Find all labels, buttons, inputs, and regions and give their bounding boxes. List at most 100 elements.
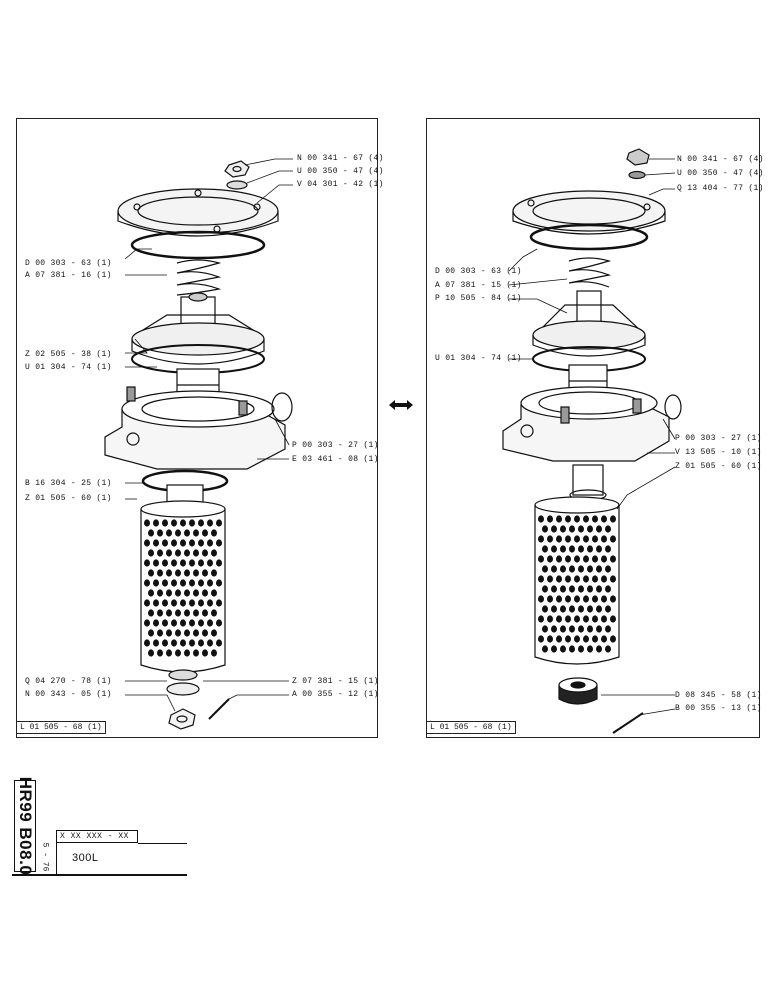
- filter-hole: [189, 579, 195, 587]
- filter-hole: [605, 585, 611, 593]
- filter-hole: [610, 535, 616, 543]
- filter-hole: [569, 585, 575, 593]
- filter-hole: [565, 555, 571, 563]
- filter-hole: [565, 595, 571, 603]
- filter-hole: [538, 575, 544, 583]
- filter-hole: [569, 525, 575, 533]
- filter-hole: [610, 515, 616, 523]
- part-label: N 00 341 - 67 (4): [677, 155, 764, 164]
- filter-hole: [578, 625, 584, 633]
- filter-hole: [171, 599, 177, 607]
- part-label: Z 01 505 - 60 (1): [25, 494, 112, 503]
- filter-hole: [144, 619, 150, 627]
- filter-hole: [166, 649, 172, 657]
- filter-hole: [551, 645, 557, 653]
- filter-hole: [193, 649, 199, 657]
- part-label: U 01 304 - 74 (1): [25, 363, 112, 372]
- filter-hole: [166, 609, 172, 617]
- filter-hole: [542, 585, 548, 593]
- filter-hole: [587, 625, 593, 633]
- filter-hole: [556, 615, 562, 623]
- filter-hole: [556, 535, 562, 543]
- filter-hole: [538, 615, 544, 623]
- filter-hole: [592, 575, 598, 583]
- filter-hole: [189, 599, 195, 607]
- filter-hole: [175, 609, 181, 617]
- sheet-id: HR99 B08.0: [16, 776, 35, 876]
- part-label: A 07 381 - 15 (1): [435, 281, 522, 290]
- filter-hole: [569, 625, 575, 633]
- filter-hole: [148, 589, 154, 597]
- filter-hole: [216, 539, 222, 547]
- part-label: N 00 341 - 67 (4): [297, 154, 384, 163]
- filter-hole: [193, 629, 199, 637]
- filter-hole: [601, 595, 607, 603]
- right-exploded-view-drawing: [502, 148, 682, 734]
- filter-hole: [578, 525, 584, 533]
- filter-hole: [175, 569, 181, 577]
- filter-hole: [592, 515, 598, 523]
- filter-hole: [144, 579, 150, 587]
- filter-hole: [202, 609, 208, 617]
- filter-hole: [560, 525, 566, 533]
- part-label: V 04 301 - 42 (1): [297, 180, 384, 189]
- filter-hole: [587, 565, 593, 573]
- filter-hole: [542, 645, 548, 653]
- filter-hole: [565, 575, 571, 583]
- filter-hole: [180, 519, 186, 527]
- filter-hole: [574, 535, 580, 543]
- filter-hole: [193, 529, 199, 537]
- filter-hole: [211, 569, 217, 577]
- filter-hole: [551, 585, 557, 593]
- part-label: P 00 303 - 27 (1): [292, 441, 379, 450]
- filter-hole: [184, 529, 190, 537]
- filter-hole: [144, 639, 150, 647]
- filter-hole: [565, 615, 571, 623]
- filter-hole: [148, 569, 154, 577]
- filter-hole: [144, 539, 150, 547]
- filter-hole: [202, 649, 208, 657]
- filter-hole: [578, 645, 584, 653]
- filter-hole: [574, 515, 580, 523]
- filter-hole: [211, 549, 217, 557]
- filter-hole: [157, 529, 163, 537]
- part-label: V 13 505 - 10 (1): [675, 448, 762, 457]
- filter-hole: [560, 625, 566, 633]
- filter-hole: [198, 539, 204, 547]
- sheet-date: 5 - 76: [40, 842, 50, 872]
- part-label: Q 13 404 - 77 (1): [677, 184, 764, 193]
- filter-hole: [605, 625, 611, 633]
- filter-hole: [180, 639, 186, 647]
- filter-hole: [560, 645, 566, 653]
- filter-hole: [547, 575, 553, 583]
- filter-hole: [542, 565, 548, 573]
- filter-hole: [551, 625, 557, 633]
- part-label: D 08 345 - 58 (1): [675, 691, 762, 700]
- code-header: X XX XXX - XX: [56, 830, 138, 843]
- filter-hole: [175, 549, 181, 557]
- part-label: U 00 350 - 47 (4): [297, 167, 384, 176]
- filter-hole: [592, 535, 598, 543]
- filter-hole: [610, 575, 616, 583]
- filter-hole: [547, 635, 553, 643]
- filter-hole: [162, 639, 168, 647]
- filter-hole: [547, 515, 553, 523]
- filter-hole: [547, 555, 553, 563]
- filter-hole: [211, 629, 217, 637]
- filter-hole: [211, 589, 217, 597]
- filter-hole: [153, 579, 159, 587]
- filter-hole: [596, 605, 602, 613]
- filter-hole: [198, 559, 204, 567]
- filter-hole: [601, 615, 607, 623]
- part-label: D 00 303 - 63 (1): [25, 259, 112, 268]
- filter-hole: [574, 595, 580, 603]
- filter-hole: [578, 565, 584, 573]
- filter-hole: [198, 639, 204, 647]
- filter-hole: [144, 599, 150, 607]
- filter-hole: [211, 609, 217, 617]
- filter-hole: [610, 595, 616, 603]
- filter-hole: [578, 545, 584, 553]
- filter-hole: [551, 545, 557, 553]
- filter-hole: [202, 589, 208, 597]
- filter-hole: [596, 585, 602, 593]
